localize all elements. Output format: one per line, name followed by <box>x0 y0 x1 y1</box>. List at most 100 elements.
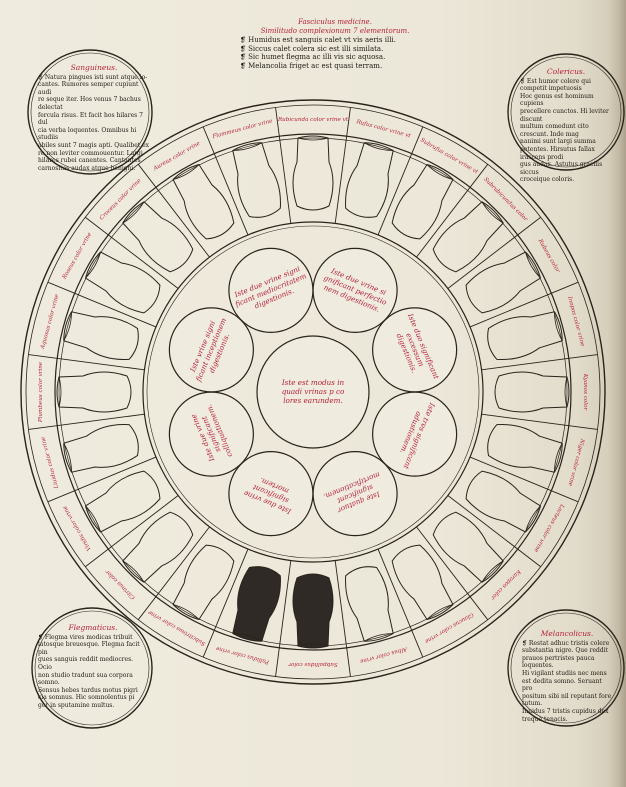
urine-flask <box>84 251 161 314</box>
urine-flask <box>122 201 194 273</box>
urine-flask-lip <box>554 311 563 341</box>
urine-flask-body <box>122 511 194 583</box>
sector-divider <box>202 548 249 658</box>
flask-ring-boundary <box>142 221 484 563</box>
sector-divider <box>377 548 424 658</box>
corner-text-line: multum comedunt cito crescunt. Inde mag <box>520 123 589 138</box>
sector-divider <box>469 281 579 328</box>
urine-flask-body <box>391 544 454 621</box>
corner-text-line: fercula risus. Et facit hos hilares 7 du… <box>38 111 143 127</box>
urine-flask-body <box>172 163 235 240</box>
corner-circle-inner <box>510 612 622 724</box>
corner-circle-inner <box>510 56 622 168</box>
urine-flask <box>84 470 161 533</box>
sector-divider <box>334 107 351 224</box>
urine-flask <box>465 470 542 533</box>
color-label: Pallidus color vrine <box>215 645 271 665</box>
urine-flask <box>122 511 194 583</box>
dark-urine-flask-body <box>292 573 334 649</box>
sector-divider <box>334 560 351 677</box>
flask-ring-boundary-inner <box>146 225 480 559</box>
corner-text-line: ❡ Flegma vires modicas tribuit <box>38 633 133 641</box>
urine-flask-body <box>56 371 132 413</box>
corner-text-line: ger in sputamine multus. <box>38 701 115 709</box>
corner-text-line: cia somnus. Hic somnolentus pi <box>38 694 135 702</box>
urine-flask-lip <box>481 560 504 583</box>
urine-flask-body <box>172 544 235 621</box>
sector-divider <box>416 526 489 620</box>
color-label: Croceus color vrine <box>99 177 143 221</box>
urine-flask <box>172 163 235 240</box>
sector-divider <box>28 354 145 371</box>
melancolicus-title: Melancolicus. <box>540 629 594 638</box>
color-label: Subcitrinus color vrine <box>147 608 207 646</box>
sector-divider <box>137 526 210 620</box>
sector-divider <box>85 216 179 289</box>
urine-flask-body <box>465 251 542 314</box>
inner-circle-circle <box>168 307 254 393</box>
corner-text-line: latosque breuesque. Flegma facit pin <box>38 641 140 656</box>
urine-flask-body <box>465 470 542 533</box>
sector-divider <box>47 281 157 328</box>
color-label: Flammeus color vrine <box>211 118 274 140</box>
urine-flask <box>232 142 281 218</box>
inner-circle-circle <box>372 391 458 477</box>
urine-flask <box>494 371 570 413</box>
color-label: Subpallidus color <box>288 661 338 667</box>
urine-flask-lip <box>172 604 200 620</box>
center-circle-text: lores earundem. <box>283 396 342 405</box>
corner-text-line: ❡ Natura pingues isti sunt atque io- <box>38 73 148 81</box>
urine-flask-body <box>122 201 194 273</box>
corner-text-line: prauos pertristes pauca loquentes. <box>522 654 595 670</box>
color-label: Subrufus color vrine vt <box>419 137 479 175</box>
color-label: Aquosus color vrine <box>40 293 61 351</box>
sector-divider <box>202 126 249 236</box>
corner-text-line: gues sanguis reddit mediocres. Ocio <box>38 656 134 671</box>
urine-flask <box>487 311 563 360</box>
urine-flask <box>63 424 139 473</box>
color-label: Roseus color vrine <box>61 231 93 281</box>
sanguineus-title: Sanguineus. <box>70 63 118 72</box>
urine-flask-lip <box>525 251 541 279</box>
corner-circle-inner <box>34 610 150 726</box>
urine-flask <box>56 371 132 413</box>
corner-text-line: gus audax. Astutus gracilis siccus <box>520 161 603 176</box>
header-line: ❡ Siccus calet colera sic est illi simil… <box>240 44 384 53</box>
sector-divider <box>275 560 292 677</box>
dark-urine-flask-body <box>232 566 281 642</box>
flegmaticus-text: Flegmaticus. ❡ Flegma vires modicas trib… <box>38 624 148 710</box>
urine-flask-lip <box>426 604 454 620</box>
urine-flask <box>465 251 542 314</box>
colericus-text: Colericus. ❡ Est humor colere qui compet… <box>520 68 612 184</box>
center-circle-circle <box>256 335 370 449</box>
urine-flask-lip <box>232 633 262 642</box>
sector-divider <box>85 495 179 568</box>
urine-flask-body <box>84 251 161 314</box>
urine-flask-lip <box>525 505 541 533</box>
urine-flask-lip <box>554 443 563 473</box>
page-gutter-shadow <box>608 0 626 787</box>
color-label: Rufus color vrine vt <box>355 119 412 140</box>
corner-circle <box>27 49 153 175</box>
urine-flask-body <box>432 511 504 583</box>
corner-text-line: carnositas audax atque benigni. <box>38 164 136 172</box>
urine-flask-lip <box>364 633 394 642</box>
center-circle-text: quadi vrinas p co <box>282 387 345 396</box>
urine-flask-lip <box>63 311 72 341</box>
corner-text-line: substantia nigre. Que reddit <box>522 647 609 655</box>
corner-text-line: est dedita somno. Seruant pro <box>522 677 602 693</box>
urine-flask-lip <box>85 505 101 533</box>
corner-text-line: ❡ Est humor colere qui competit impetuos… <box>520 77 591 93</box>
sector-divider <box>377 126 424 236</box>
urine-flask <box>391 163 454 240</box>
urine-flask <box>432 201 504 273</box>
sector-divider <box>47 456 157 503</box>
corner-text-line: cia verba loquentes. Omnibus hi studiis <box>38 126 137 142</box>
urine-flask <box>292 135 334 211</box>
urine-flask <box>63 311 139 360</box>
urine-flask-body <box>494 371 570 413</box>
urine-flask-lip <box>232 142 262 151</box>
urine-flask-body <box>63 424 139 473</box>
urine-flask-lip <box>564 376 568 408</box>
